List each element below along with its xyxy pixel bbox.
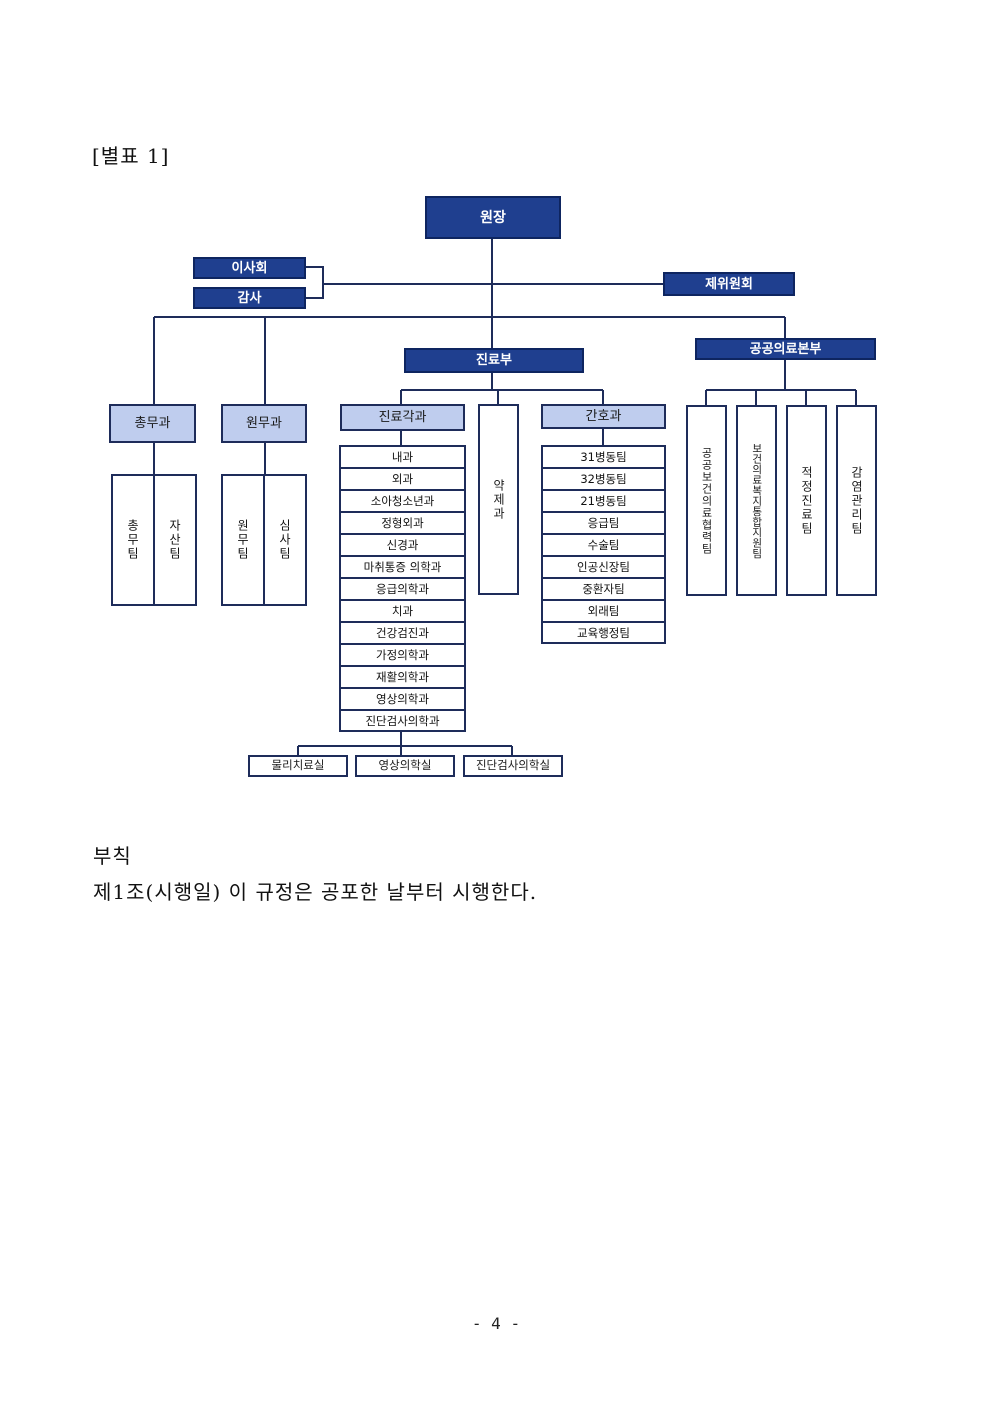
administration-teams: 원무팀 심사팀 (221, 474, 307, 606)
director-box: 원장 (425, 196, 561, 239)
dept-family-medicine: 가정의학과 (341, 645, 464, 667)
board-box: 이사회 (193, 257, 306, 279)
room-laboratory: 진단검사의학실 (463, 755, 563, 777)
clinical-departments-list: 내과 외과 소아청소년과 정형외과 신경과 마취통증 의학과 응급의학과 치과 … (339, 445, 466, 732)
public-health-division-box: 공공의료본부 (695, 338, 876, 360)
page-number: - 4 - (471, 1314, 521, 1333)
team-education-admin: 교육행정팀 (577, 625, 630, 640)
general-affairs-teams: 총무팀 자산팀 (111, 474, 197, 606)
dept-emergency: 응급의학과 (341, 579, 464, 601)
dept-pediatrics: 소아청소년과 (341, 491, 464, 513)
dept-health-screening: 건강검진과 (341, 623, 464, 645)
team-dialysis: 인공신장팀 (543, 557, 664, 579)
team-ward-21: 21병동팀 (543, 491, 664, 513)
pharmacy-box: 약제과 (478, 404, 519, 595)
public-team-welfare-support: 보건의료복지통합지원팀 (736, 405, 777, 596)
org-chart-connectors (153, 238, 857, 756)
clinical-departments-box: 진료각과 (340, 404, 465, 431)
administration-box: 원무과 (221, 404, 307, 443)
team-assets: 자산팀 (167, 519, 182, 561)
pharmacy-label: 약제과 (491, 478, 506, 521)
team-general: 총무팀 (113, 476, 155, 604)
public-team-cooperation: 공공보건의료협력팀 (686, 405, 727, 596)
team-icu: 중환자팀 (543, 579, 664, 601)
team-outpatient: 외래팀 (543, 601, 664, 623)
public-team-appropriate-care: 적정진료팀 (786, 405, 827, 596)
public-team-infection-control: 감염관리팀 (836, 405, 877, 596)
room-physical-therapy: 물리치료실 (248, 755, 348, 777)
dept-dentistry: 치과 (341, 601, 464, 623)
dept-neurology: 신경과 (341, 535, 464, 557)
dept-internal-medicine: 내과 (341, 447, 464, 469)
dept-rehabilitation: 재활의학과 (341, 667, 464, 689)
general-affairs-box: 총무과 (109, 404, 196, 443)
team-emergency: 응급팀 (543, 513, 664, 535)
team-surgery: 수술팀 (543, 535, 664, 557)
team-review: 심사팀 (277, 519, 292, 561)
team-ward-32: 32병동팀 (543, 469, 664, 491)
dept-laboratory-medicine: 진단검사의학과 (365, 713, 440, 728)
appendix-title: 부칙 (93, 844, 132, 868)
appendix-table-heading: [별표 1] (92, 144, 170, 168)
team-ward-31: 31병동팀 (543, 447, 664, 469)
dept-orthopedics: 정형외과 (341, 513, 464, 535)
medical-division-box: 진료부 (404, 348, 584, 373)
dept-surgery: 외과 (341, 469, 464, 491)
committees-box: 제위원회 (663, 272, 795, 296)
dept-radiology: 영상의학과 (341, 689, 464, 711)
room-radiology: 영상의학실 (355, 755, 455, 777)
dept-anesthesiology: 마취통증 의학과 (341, 557, 464, 579)
nursing-box: 간호과 (541, 404, 666, 429)
audit-box: 감사 (193, 287, 306, 309)
team-administration: 원무팀 (223, 476, 265, 604)
appendix-article: 제1조(시행일) 이 규정은 공포한 날부터 시행한다. (93, 880, 538, 904)
nursing-teams-list: 31병동팀 32병동팀 21병동팀 응급팀 수술팀 인공신장팀 중환자팀 외래팀… (541, 445, 666, 644)
